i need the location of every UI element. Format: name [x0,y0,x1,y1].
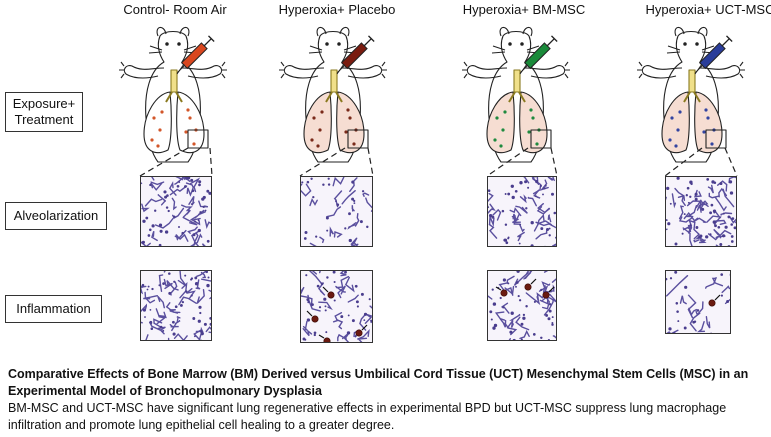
arrow [322,286,329,293]
lung-right [694,91,723,154]
trachea [170,69,178,93]
arrow [318,334,325,339]
lung-right [176,91,205,154]
macrophage [500,289,508,297]
zoom-box [705,129,727,149]
arrow [548,286,555,293]
syringe-barrel [698,42,726,70]
arrow [361,324,368,331]
mouse-ear-right [339,26,350,37]
lung-right [519,91,548,154]
arrow [306,310,313,317]
arrow [495,286,502,291]
syringe-barrel [523,42,551,70]
mouse-ear-left [499,26,510,37]
mouse-arm-right [181,65,223,79]
mouse-ear-left [156,26,167,37]
mouse-illustration-placebo [262,22,412,172]
mouse-arm-left [123,65,165,79]
column-title-placebo: Hyperoxia+ Placebo [278,2,396,17]
mouse-ear-left [674,26,685,37]
trachea [330,69,338,93]
trachea [513,69,521,93]
mouse-illustration-bm-msc [445,22,595,172]
arrow [530,278,537,285]
mouse-illustration-control [102,22,252,172]
micrograph-alveolarization-control [140,176,212,247]
column-title-bm-msc: Hyperoxia+ BM-MSC [462,2,586,17]
zoom-box [530,129,552,149]
mouse-ear-left [316,26,327,37]
zoom-box [347,129,369,149]
mouse-arm-right [699,65,741,79]
caption-title: Comparative Effects of Bone Marrow (BM) … [8,367,749,398]
micrograph-inflammation-control [140,270,212,341]
column-title-uct-msc: Hyperoxia+ UCT-MSC [645,2,771,17]
macrophage [524,283,532,291]
mouse-arm-left [466,65,508,79]
micrograph-inflammation-uct-msc [665,270,731,334]
micrograph-inflammation-placebo [300,270,373,343]
macrophage [311,315,319,323]
trachea [688,69,696,93]
column-title-control: Control- Room Air [123,2,227,17]
macrophage [542,291,550,299]
macrophage [327,291,335,299]
mouse-illustration-uct-msc [620,22,770,172]
arrow [714,294,721,301]
mouse-ear-right [697,26,708,37]
macrophage [355,329,363,337]
mouse-ear-right [179,26,190,37]
mouse-ear-right [522,26,533,37]
zoom-box [187,129,209,149]
macrophage [708,299,716,307]
row-label-alveolarization: Alveolarization [5,202,107,230]
row-label-exposure-treatment: Exposure+ Treatment [5,92,83,132]
mouse-arm-right [524,65,566,79]
micrograph-alveolarization-uct-msc [665,176,737,247]
mouse-arm-left [641,65,683,79]
micrograph-alveolarization-bm-msc [487,176,557,247]
caption-body: BM-MSC and UCT-MSC have significant lung… [8,401,727,432]
row-label-inflammation: Inflammation [5,295,102,323]
macrophage [323,337,331,342]
micrograph-inflammation-bm-msc [487,270,557,341]
micrograph-alveolarization-placebo [300,176,373,247]
mouse-arm-right [341,65,383,79]
lung-right [336,91,365,154]
figure-caption: Comparative Effects of Bone Marrow (BM) … [8,366,763,434]
mouse-arm-left [283,65,325,79]
